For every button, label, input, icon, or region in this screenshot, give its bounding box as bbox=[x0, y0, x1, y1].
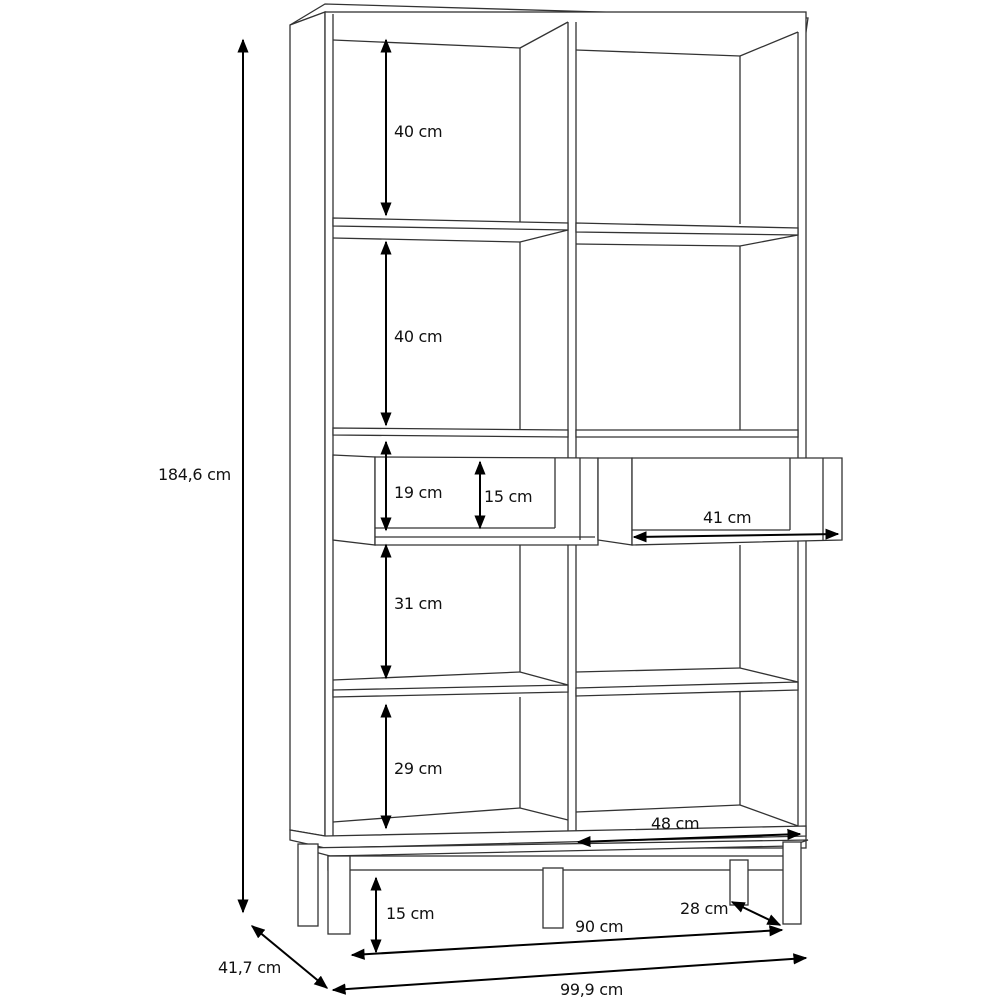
drawer-inner-height-label: 15 cm bbox=[484, 487, 533, 506]
depth-label: 41,7 cm bbox=[218, 958, 281, 977]
total-height-label: 184,6 cm bbox=[158, 465, 231, 484]
top-compartment-height-label: 40 cm bbox=[394, 122, 443, 141]
leg-height-label: 15 cm bbox=[386, 904, 435, 923]
leg-span-width-label: 90 cm bbox=[575, 917, 624, 936]
dimension-arrows bbox=[237, 38, 840, 995]
compartment-inner-width-label: 48 cm bbox=[651, 814, 700, 833]
drawer-inner-width-label: 41 cm bbox=[703, 508, 752, 527]
drawer-compartment-height-label: 19 cm bbox=[394, 483, 443, 502]
fourth-compartment-height-label: 31 cm bbox=[394, 594, 443, 613]
leg-span-depth-label: 28 cm bbox=[680, 899, 729, 918]
total-width-label: 99,9 cm bbox=[560, 980, 623, 999]
bookcase-outline bbox=[289, 3, 843, 935]
bottom-compartment-height-label: 29 cm bbox=[394, 759, 443, 778]
second-compartment-height-label: 40 cm bbox=[394, 327, 443, 346]
